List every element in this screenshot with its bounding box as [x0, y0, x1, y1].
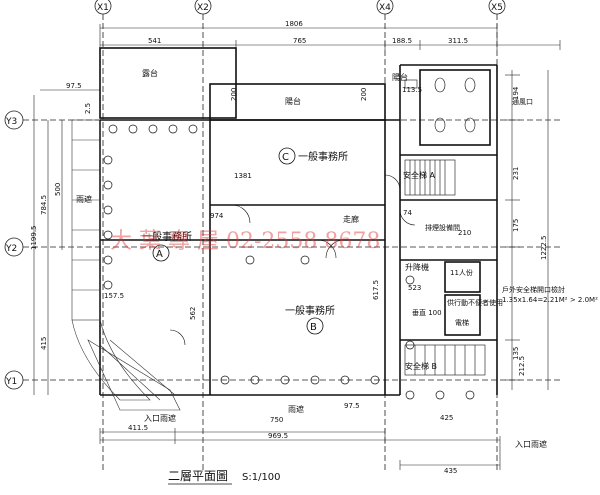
- dim-1199-5: 1199.5: [30, 226, 38, 251]
- dim-total-width: 1806: [285, 20, 303, 28]
- canopy-left-hatch: [71, 119, 181, 411]
- dim-97-5-bottom: 97.5: [344, 402, 360, 410]
- office-c-mark: C: [282, 152, 289, 163]
- label-office-b: 一般事務所: [285, 304, 335, 317]
- grid-x2: X2: [197, 3, 209, 13]
- label-stair-a: 安全梯 A: [403, 170, 436, 180]
- dim-212-5: 212.5: [518, 356, 526, 376]
- dim-425: 425: [440, 414, 453, 422]
- dim-784-5: 784.5: [40, 195, 48, 215]
- dim-157-5: 157.5: [104, 292, 124, 300]
- label-corridor: 走廊: [343, 214, 359, 224]
- grid-axes-left: [4, 110, 560, 390]
- office-marks: [152, 147, 324, 335]
- column-markers: [103, 124, 475, 400]
- dim-435: 435: [444, 467, 457, 475]
- label-balcony-top: 陽台: [285, 96, 301, 106]
- label-lift-capacity: 11人份: [450, 268, 473, 277]
- dim-562: 562: [189, 307, 197, 320]
- label-canopy-left: 雨遮: [76, 194, 92, 204]
- dim-200-b: 200: [360, 88, 368, 101]
- label-entrance-right: 入口雨遮: [515, 439, 547, 449]
- dimension-lines-bottom: [99, 428, 501, 470]
- dim-135: 135: [512, 347, 520, 360]
- dimension-lines-top: [40, 24, 561, 91]
- dimension-lines-right: [505, 70, 549, 390]
- dim-969-5: 969.5: [268, 432, 288, 440]
- dim-617-5: 617.5: [372, 280, 380, 300]
- grid-y2: Y2: [5, 244, 17, 254]
- label-formula: 1.35x1.64=2.21M² > 2.0M²: [502, 296, 598, 304]
- dim-113-5: 113.5: [402, 86, 422, 94]
- dim-194: 194: [512, 86, 520, 100]
- office-a-mark: A: [156, 249, 163, 260]
- toilet-fixtures: [404, 77, 476, 133]
- label-office-a: 一般事務所: [142, 230, 192, 243]
- plan-scale: S:1/100: [242, 472, 281, 483]
- label-entrance-left: 入口雨遮: [144, 413, 176, 423]
- dim-74: 74: [403, 209, 412, 217]
- office-b-mark: B: [310, 322, 317, 333]
- label-space-100: 垂直 100: [412, 308, 442, 317]
- doors: [169, 174, 416, 346]
- grid-x5: X5: [491, 3, 503, 13]
- label-office-c: 一般事務所: [298, 150, 348, 163]
- grid-x4: X4: [379, 3, 391, 13]
- dim-750: 750: [270, 416, 283, 424]
- dim-411-5: 411.5: [128, 424, 148, 432]
- dim-500: 500: [54, 183, 62, 196]
- label-smoke-room: 排煙設備間: [425, 223, 460, 232]
- dim-210: 210: [458, 229, 471, 237]
- label-elevator: 升降機: [405, 262, 429, 272]
- dimension-lines-left: [33, 95, 63, 395]
- grid-y3: Y3: [5, 117, 17, 127]
- label-pipe-note: 戶外安全梯開口檢討: [502, 285, 565, 294]
- dim-1381: 1381: [234, 172, 252, 180]
- dim-200-a: 200: [230, 88, 238, 101]
- dim-541: 541: [148, 37, 161, 45]
- dim-311-5: 311.5: [448, 37, 468, 45]
- plan-title: 二層平面圖: [168, 469, 228, 483]
- label-vent-shaft: 通風口: [512, 97, 533, 106]
- dim-97-5: 97.5: [66, 82, 82, 90]
- label-balcony-left: 露台: [142, 68, 158, 78]
- label-canopy-bottom: 雨遮: [288, 404, 304, 414]
- grid-x1: X1: [97, 3, 109, 13]
- dim-1222-5: 1222.5: [540, 236, 548, 261]
- dim-188-5: 188.5: [392, 37, 412, 45]
- label-balcony-right: 陽台: [392, 72, 408, 82]
- dim-175: 175: [512, 219, 520, 232]
- watermark: 大 葉 專 屋 02-2558 8678: [110, 229, 380, 254]
- dim-415: 415: [40, 337, 48, 350]
- dim-765: 765: [293, 37, 306, 45]
- dim-231: 231: [512, 167, 520, 180]
- dim-2-5: 2.5: [84, 103, 92, 114]
- grid-y1: Y1: [5, 377, 17, 387]
- label-lift-sub: 供行動不便者使用: [447, 298, 503, 307]
- stairs: [404, 159, 486, 376]
- dim-523: 523: [408, 284, 421, 292]
- label-lift-note: 電梯: [455, 318, 469, 327]
- label-stair-b: 安全梯 B: [405, 361, 437, 371]
- dim-974: 974: [210, 212, 224, 220]
